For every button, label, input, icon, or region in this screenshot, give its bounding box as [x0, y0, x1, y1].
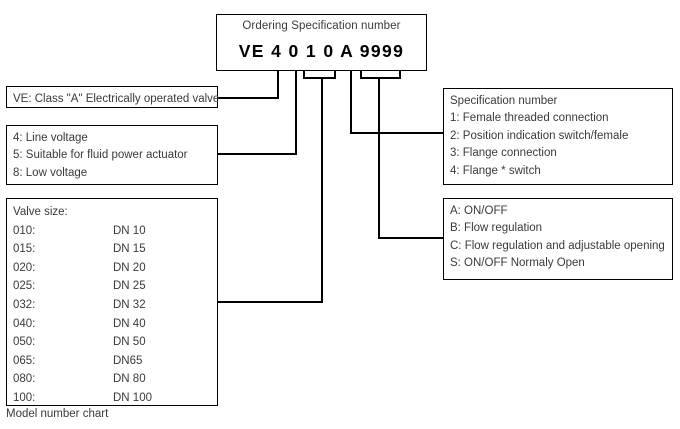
legend-specification-number-box: Specification number 1: Female threaded …: [443, 88, 673, 185]
connector-function-bracket-right: [399, 71, 401, 79]
connector-valvesize-stem: [321, 77, 323, 303]
valve-size-code: 020:: [13, 261, 36, 274]
legend-ve-class-box: VE: Class "A" Electrically operated valv…: [6, 86, 220, 108]
valve-size-code: 015:: [13, 243, 36, 256]
connector-valvesize-bracket-right: [334, 71, 336, 79]
valve-size-dn: DN 15: [113, 243, 146, 256]
valve-size-code: 032:: [13, 298, 36, 311]
legend-row: A: ON/OFF: [450, 205, 508, 217]
legend-valve-size-row: 020: DN 20: [7, 259, 217, 278]
ordering-specification-title: Ordering Specification number: [242, 20, 401, 32]
connector-function-bracket-top: [360, 77, 401, 79]
valve-size-code: 040:: [13, 317, 36, 330]
figure-caption: Model number chart: [6, 408, 109, 420]
legend-row: 1: Female threaded connection: [450, 112, 609, 125]
legend-voltage-box: 4: Line voltage 5: Suitable for fluid po…: [6, 125, 218, 185]
connector-voltage-arm: [218, 153, 296, 155]
valve-size-code: 025:: [13, 280, 36, 293]
legend-row: C: Flow regulation and adjustable openin…: [450, 239, 665, 252]
connector-valvesize-arm: [218, 301, 323, 303]
legend-valve-size-box: Valve size: 010: DN 10 015: DN 15 020: DN 2…: [6, 198, 218, 406]
connector-specnumber-arm: [350, 132, 444, 134]
connector-voltage-stem: [295, 71, 297, 155]
ordering-specification-value: VE 4 0 1 0 A 9999: [238, 41, 405, 61]
valve-size-dn: DN 25: [113, 280, 146, 293]
valve-size-dn: DN 32: [113, 298, 146, 311]
connector-specnumber-stem: [350, 71, 352, 134]
connector-function-bracket-left: [360, 71, 362, 79]
legend-row: 5: Suitable for fluid power actuator: [13, 149, 188, 162]
legend-valve-size-row: 065: DN65: [7, 352, 217, 371]
connector-valvesize-bracket-top: [303, 77, 336, 79]
valve-size-code: 080:: [13, 373, 36, 386]
valve-size-dn: DN 40: [113, 317, 146, 330]
legend-row: B: Flow regulation: [450, 222, 543, 235]
legend-valve-size-row: 040: DN 40: [7, 315, 217, 334]
valve-size-code: 065:: [13, 354, 36, 367]
valve-size-dn: DN 50: [113, 336, 146, 349]
valve-size-dn: DN 80: [113, 373, 146, 386]
valve-size-dn: DN 20: [113, 261, 146, 274]
legend-function-box: A: ON/OFF B: Flow regulation C: Flow reg…: [443, 198, 673, 280]
valve-size-code: 100:: [13, 391, 36, 404]
legend-row: S: ON/OFF Normaly Open: [450, 257, 585, 270]
valve-size-dn: DN 10: [113, 224, 146, 237]
legend-valve-size-row: 080: DN 80: [7, 370, 217, 389]
legend-valve-size-row: 010: DN 10: [7, 222, 217, 241]
connector-ve-arm: [218, 97, 278, 99]
legend-valve-size-row: 025: DN 25: [7, 277, 217, 296]
connector-function-stem: [378, 77, 380, 239]
connector-valvesize-bracket-left: [303, 71, 305, 79]
legend-row: Specification number: [450, 95, 558, 107]
legend-row: 8: Low voltage: [13, 166, 88, 179]
connector-function-arm: [378, 237, 444, 239]
legend-valve-size-row: 015: DN 15: [7, 240, 217, 259]
ordering-specification-box: Ordering Specification number VE 4 0 1 0…: [216, 14, 427, 71]
legend-valve-size-title: Valve size:: [13, 206, 68, 218]
legend-valve-size-row: 100: DN 100: [7, 389, 217, 408]
legend-valve-size-row: 050: DN 50: [7, 333, 217, 352]
legend-row: 4: Line voltage: [13, 132, 88, 144]
connector-ve-stem: [277, 71, 279, 99]
legend-valve-size-row: 032: DN 32: [7, 296, 217, 315]
legend-row: VE: Class "A" Electrically operated valv…: [13, 93, 220, 105]
valve-size-code: 050:: [13, 336, 36, 349]
legend-row: 4: Flange * switch: [450, 164, 541, 177]
valve-size-dn: DN65: [113, 354, 143, 367]
valve-size-dn: DN 100: [113, 391, 152, 404]
valve-size-code: 010:: [13, 224, 36, 237]
legend-row: 3: Flange connection: [450, 147, 557, 160]
legend-row: 2: Position indication switch/female: [450, 129, 629, 142]
